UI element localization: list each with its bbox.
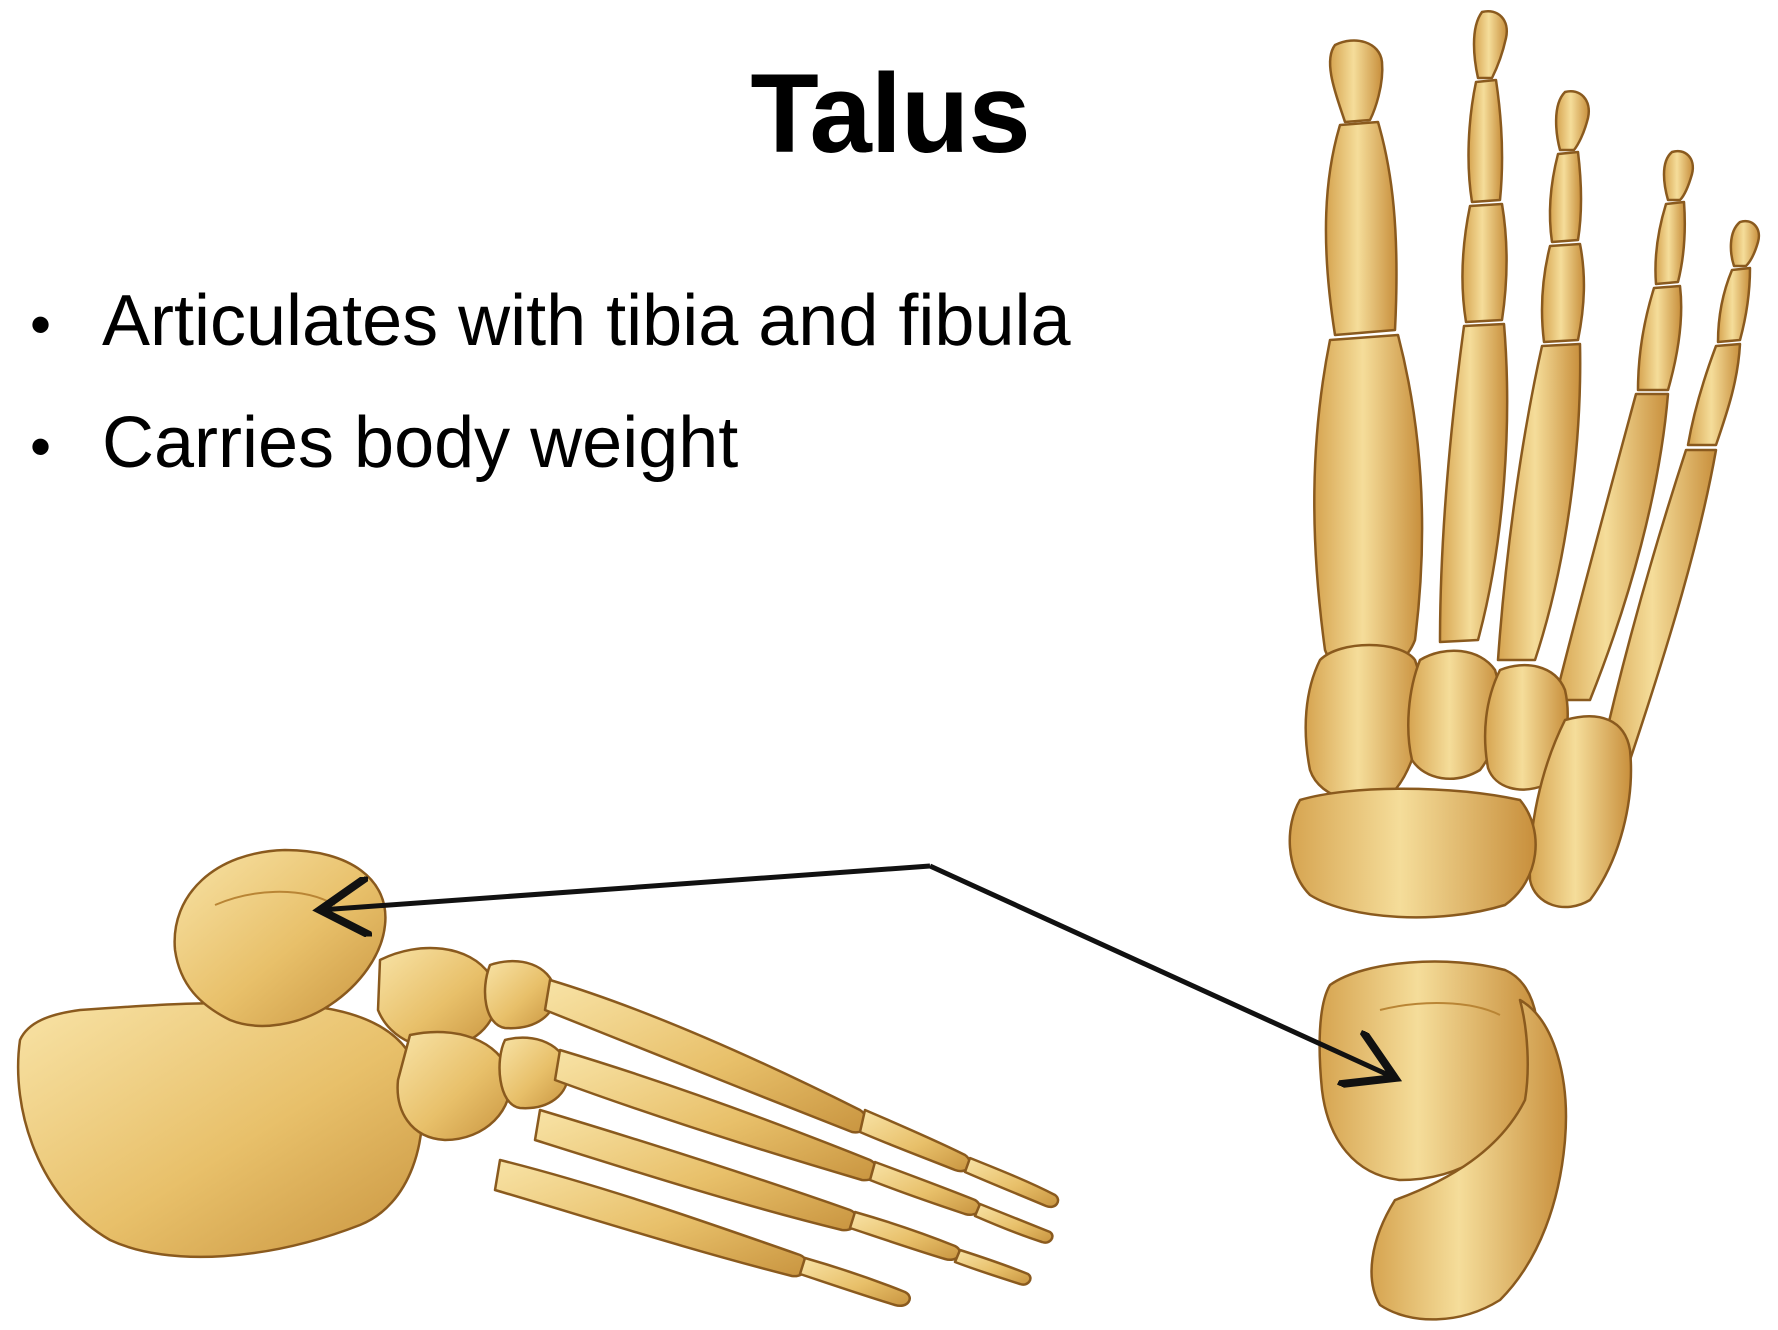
cuboid-lateral	[398, 1032, 511, 1140]
talus-lateral	[175, 850, 386, 1026]
calcaneus-lateral	[18, 1003, 422, 1257]
lateral-foot-view	[18, 850, 1058, 1306]
arrow-to-lateral-talus	[320, 866, 930, 910]
dorsal-foot-view	[1290, 11, 1759, 1319]
